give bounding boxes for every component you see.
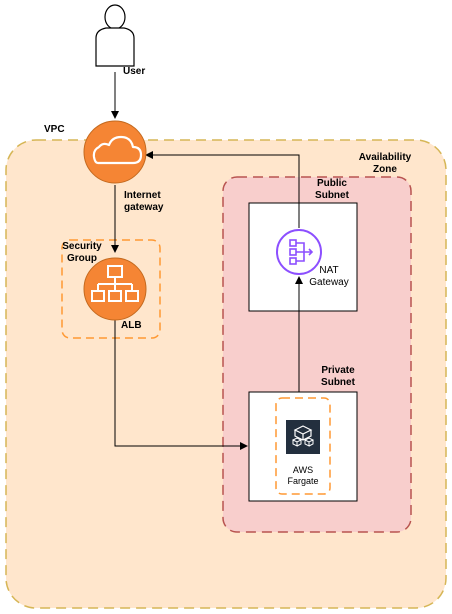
fargate-container-icon [286, 420, 320, 454]
internet-gateway-label-line2: gateway [124, 202, 164, 213]
load-balancer-icon [83, 257, 147, 321]
public-subnet-label-line1: Public [316, 178, 347, 189]
edge-alb-to-fargate [114, 318, 248, 450]
alb-label: ALB [121, 320, 142, 331]
public-subnet-label-line2: Subnet [315, 190, 349, 201]
user-label: User [123, 66, 146, 77]
availability-zone-label: Availability Zone [350, 152, 420, 176]
security-group-label-line2: Group [67, 253, 97, 264]
private-subnet-label: Private Subnet [308, 365, 368, 389]
internet-gateway-label: Internet gateway [124, 190, 163, 214]
internet-gateway-label-line1: Internet [124, 190, 161, 201]
security-group-label-line1: Security [62, 241, 102, 252]
security-group-box [61, 239, 161, 339]
nat-gateway-label-line1: NAT [319, 265, 339, 276]
person-outline-icon [95, 4, 135, 67]
nat-gateway-icon [276, 229, 322, 275]
fargate-label-line1: AWS [292, 465, 314, 475]
availability-zone-label-line1: Availability [358, 152, 412, 163]
public-subnet-label: Public Subnet [304, 178, 360, 202]
edge-nat-to-igw [145, 151, 300, 228]
private-subnet-label-line1: Private [321, 365, 355, 376]
nat-gateway-label-line2: Gateway [309, 277, 349, 288]
fargate-label: AWS Fargate [276, 465, 330, 487]
private-subnet-label-line2: Subnet [321, 377, 355, 388]
cloud-icon [83, 120, 147, 184]
security-group-label: Security Group [56, 241, 108, 265]
availability-zone-label-line2: Zone [373, 164, 397, 175]
fargate-label-line2: Fargate [287, 476, 319, 486]
vpc-label: VPC [44, 124, 65, 135]
nat-gateway-label: NAT Gateway [303, 265, 355, 289]
